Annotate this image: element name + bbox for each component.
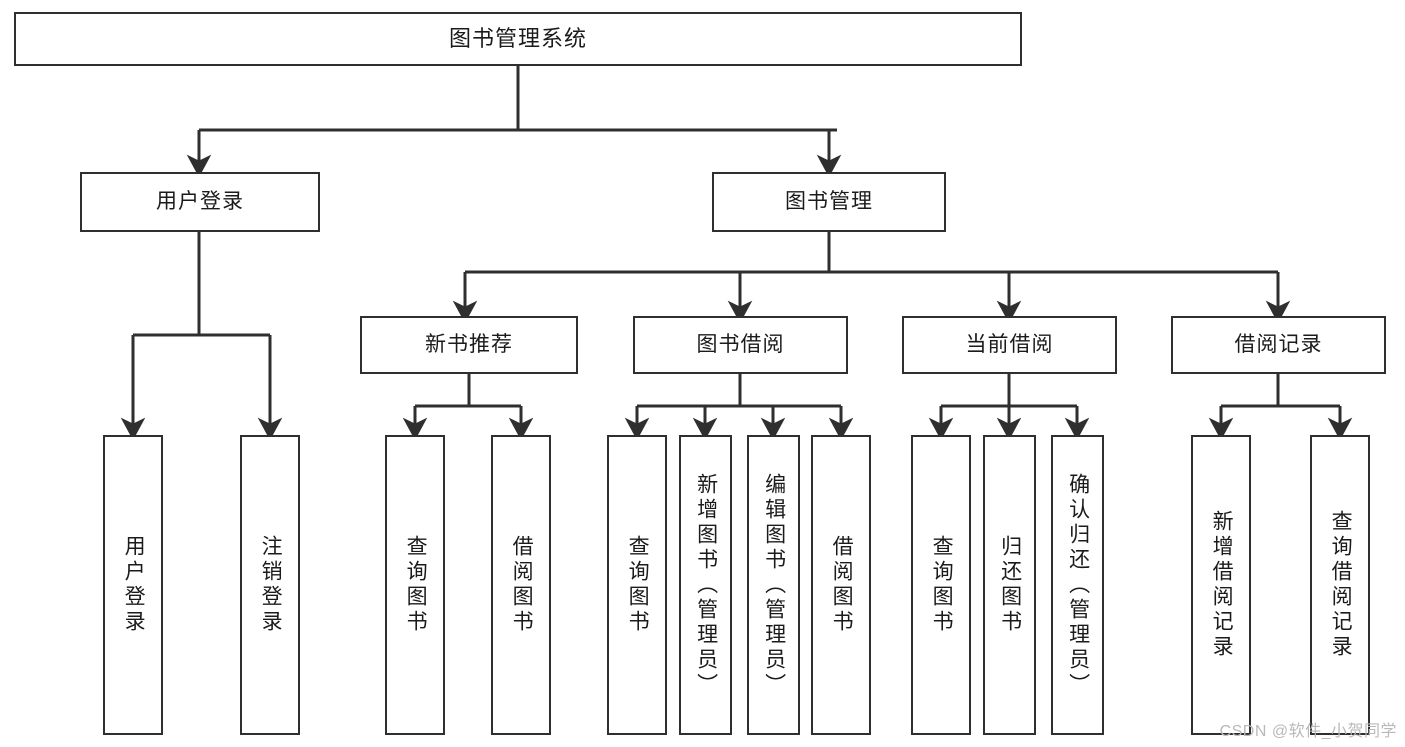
node-label: 用户登录 (122, 535, 146, 635)
node-label: 查询图书 (404, 535, 428, 635)
node-label: 用户登录 (156, 190, 244, 214)
node-label: 新增图书（管理员） (694, 472, 718, 698)
leaf-borrow-book-recommend[interactable]: 借阅图书 (491, 435, 551, 735)
leaf-add-borrow-record[interactable]: 新增借阅记录 (1191, 435, 1251, 735)
node-label: 新书推荐 (425, 333, 513, 357)
node-label: 图书管理系统 (448, 25, 587, 51)
leaf-borrow-book-borrow[interactable]: 借阅图书 (811, 435, 871, 735)
node-book-borrow[interactable]: 图书借阅 (633, 316, 848, 374)
node-label: 图书管理 (785, 190, 873, 214)
leaf-return-book[interactable]: 归还图书 (983, 435, 1036, 735)
node-label: 当前借阅 (965, 333, 1054, 357)
csdn-watermark: CSDN @软件_小贺同学 (1219, 723, 1397, 740)
node-label: 借阅记录 (1234, 333, 1323, 357)
node-current-borrow[interactable]: 当前借阅 (902, 316, 1117, 374)
leaf-logout[interactable]: 注销登录 (240, 435, 300, 735)
node-label: 借阅图书 (510, 535, 534, 635)
node-label: 查询借阅记录 (1329, 510, 1353, 660)
node-user-login[interactable]: 用户登录 (80, 172, 320, 232)
node-label: 图书借阅 (696, 333, 785, 357)
leaf-user-login[interactable]: 用户登录 (103, 435, 163, 735)
node-label: 新增借阅记录 (1210, 510, 1234, 660)
node-root-system[interactable]: 图书管理系统 (14, 12, 1022, 66)
node-label: 注销登录 (259, 535, 283, 635)
node-label: 查询图书 (930, 535, 954, 635)
node-label: 借阅图书 (830, 535, 854, 635)
leaf-query-book-recommend[interactable]: 查询图书 (385, 435, 445, 735)
node-borrow-record[interactable]: 借阅记录 (1171, 316, 1386, 374)
node-new-book-recommend[interactable]: 新书推荐 (360, 316, 578, 374)
leaf-query-book-current[interactable]: 查询图书 (911, 435, 971, 735)
leaf-query-borrow-record[interactable]: 查询借阅记录 (1310, 435, 1370, 735)
node-label: 编辑图书（管理员） (762, 472, 786, 698)
node-book-manage[interactable]: 图书管理 (712, 172, 946, 232)
node-label: 确认归还（管理员） (1066, 472, 1090, 698)
node-label: 查询图书 (626, 535, 650, 635)
leaf-add-book-admin[interactable]: 新增图书（管理员） (679, 435, 732, 735)
leaf-confirm-return-admin[interactable]: 确认归还（管理员） (1051, 435, 1104, 735)
node-label: 归还图书 (998, 535, 1022, 635)
leaf-edit-book-admin[interactable]: 编辑图书（管理员） (747, 435, 800, 735)
leaf-query-book-borrow[interactable]: 查询图书 (607, 435, 667, 735)
